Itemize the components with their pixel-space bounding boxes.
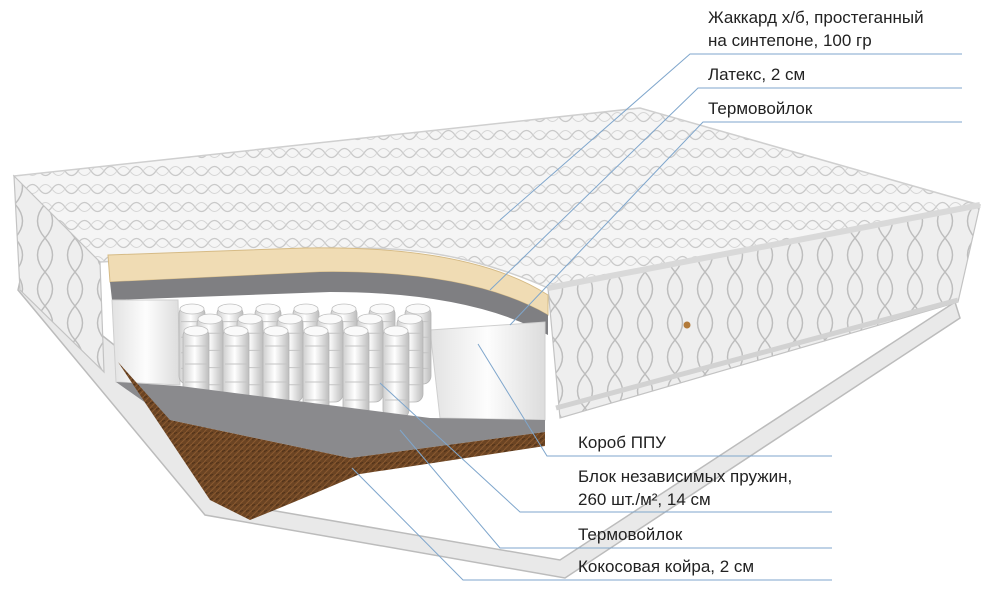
ppu-box-right [429, 321, 546, 421]
leader-line-latex [489, 87, 962, 291]
pocket-spring [342, 325, 370, 419]
coir-layer [118, 362, 545, 520]
spring-block [178, 303, 432, 419]
label-ppu-box: Короб ППУ [578, 433, 666, 452]
label-jacquard-line1: Жаккард х/б, простеганный [708, 8, 924, 27]
pocket-spring [382, 325, 410, 419]
leader-lines [351, 53, 962, 581]
ppu-box-left [111, 299, 181, 386]
label-felt-bottom: Термовойлок [578, 525, 683, 544]
felt-bottom-layer [116, 382, 545, 458]
leader-line-springs [379, 382, 832, 513]
leader-line-felt-top [509, 121, 962, 326]
leader-line-box [477, 343, 832, 457]
leader-line-jacquard [499, 53, 962, 221]
label-latex: Латекс, 2 см [708, 65, 806, 84]
leader-line-coir [351, 467, 832, 581]
label-springs-line1: Блок независимых пружин, [578, 467, 793, 486]
pocket-spring [302, 325, 330, 419]
label-coir: Кокосовая койра, 2 см [578, 557, 755, 576]
mattress-left-side [13, 174, 105, 374]
felt-top-layer [110, 271, 548, 335]
label-springs-line2: 260 шт./м², 14 см [578, 490, 711, 509]
label-jacquard-line2: на синтепоне, 100 гр [708, 31, 872, 50]
leader-line-felt-bottom [399, 429, 832, 549]
label-felt-top: Термовойлок [708, 99, 813, 118]
